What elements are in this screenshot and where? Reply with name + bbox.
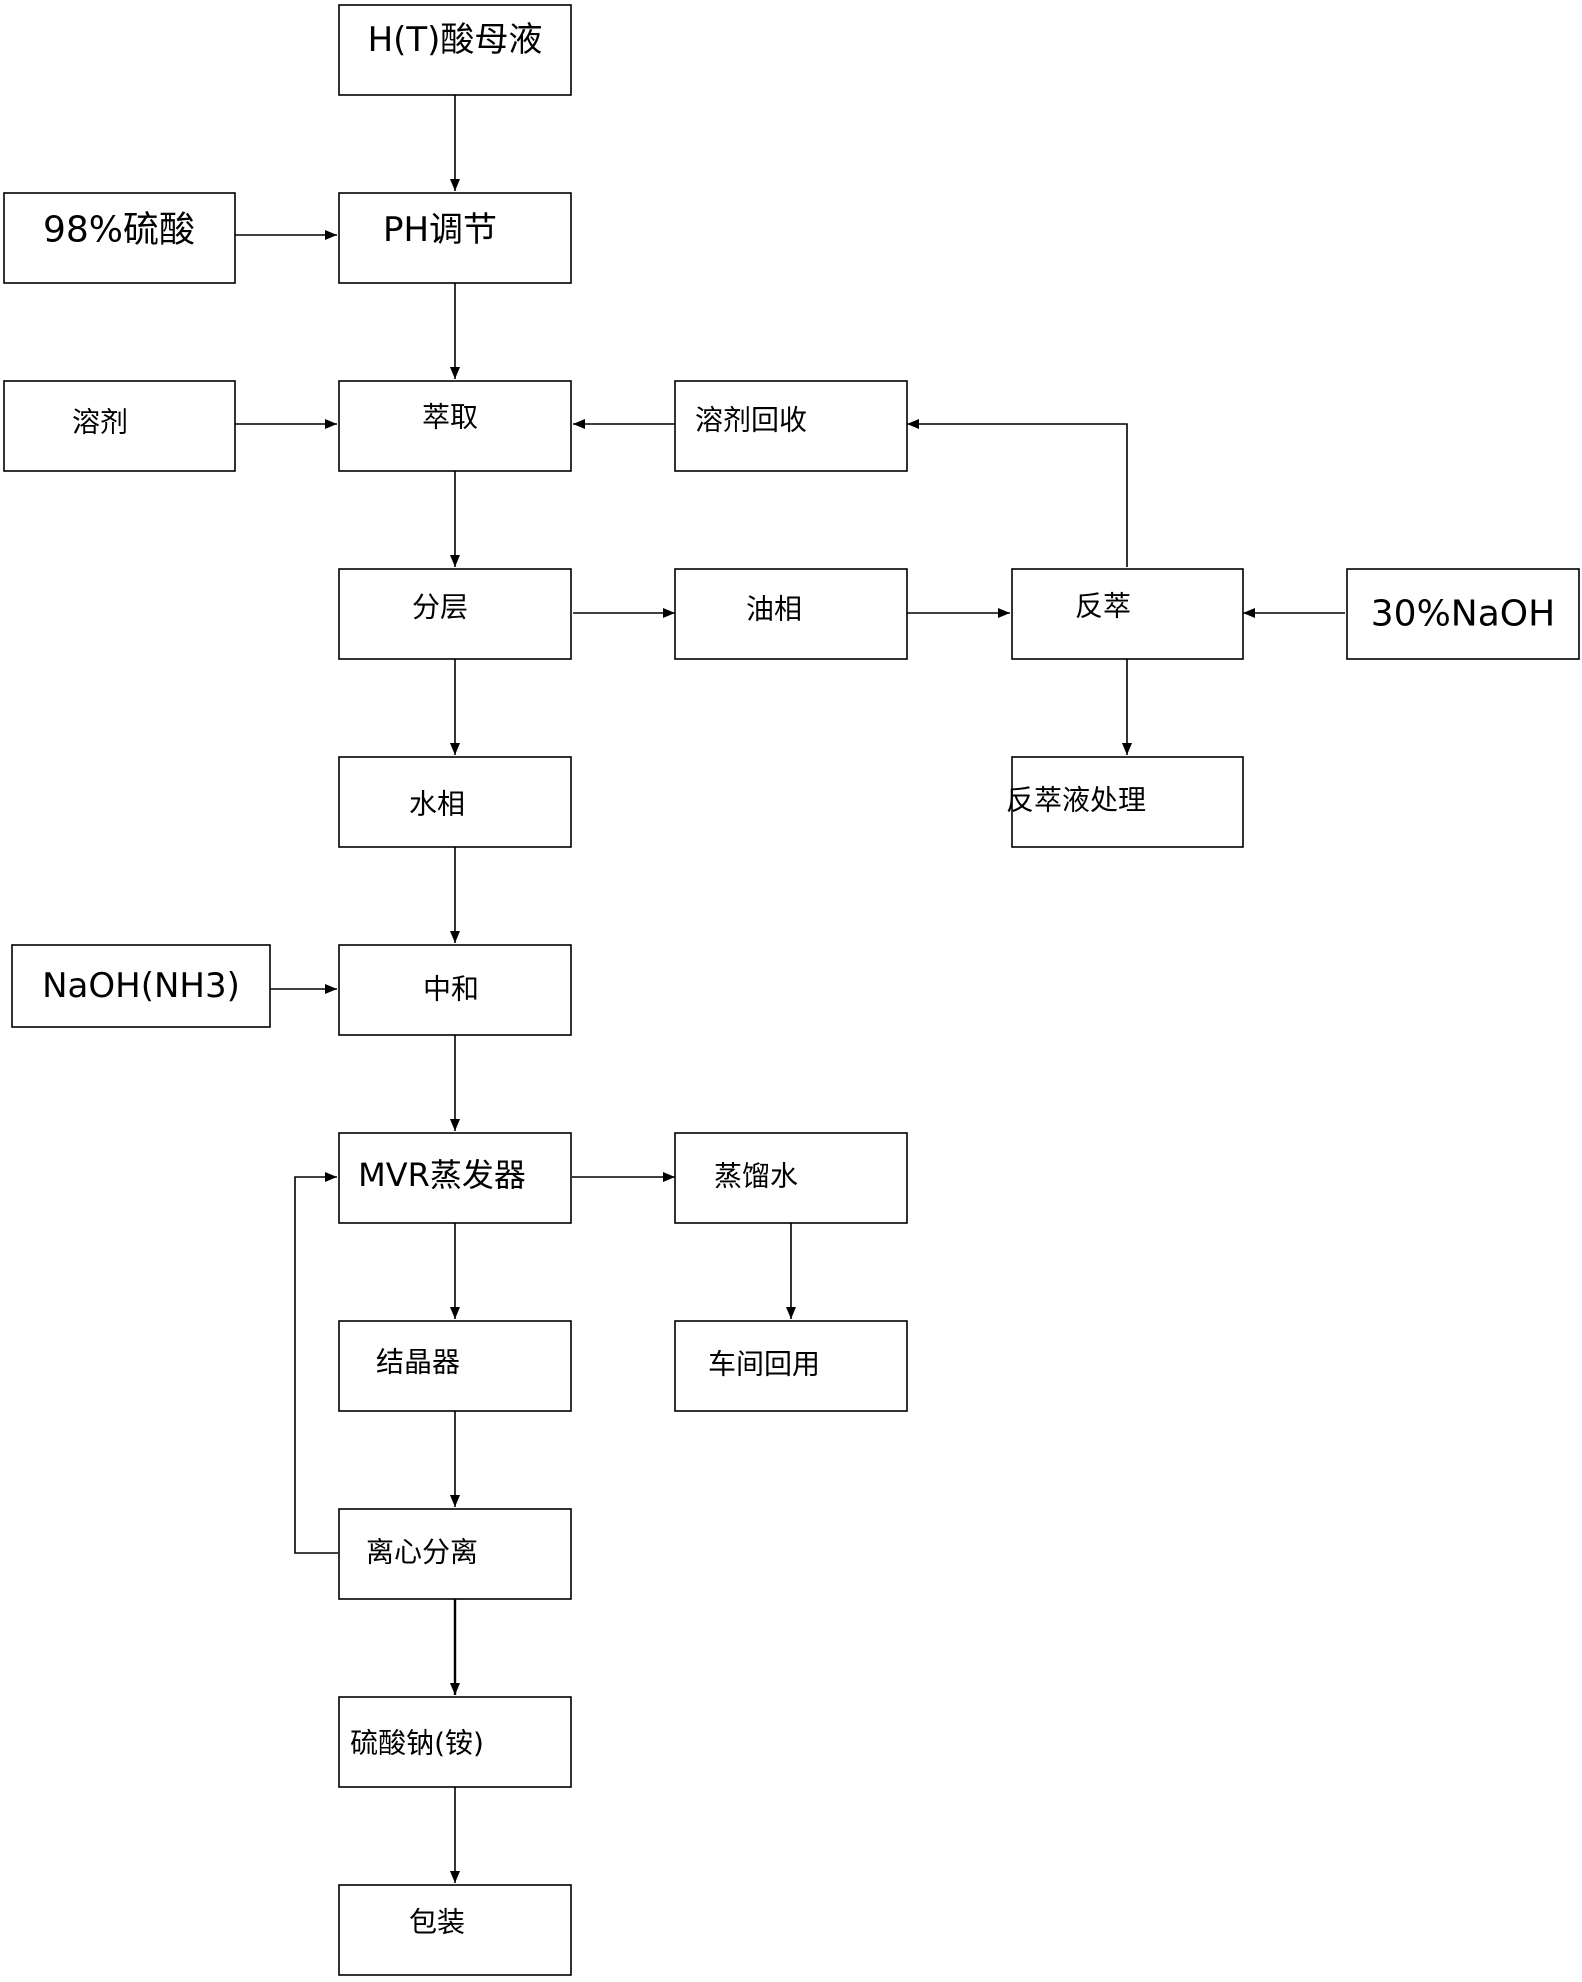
node-label: 油相 <box>746 593 802 626</box>
node-back-extraction: 反萃 <box>1011 568 1244 660</box>
node-label: 包装 <box>409 1906 465 1939</box>
connectors <box>235 95 1345 1883</box>
node-label: NaOH(NH3) <box>42 966 240 1006</box>
node-crystallizer: 结晶器 <box>338 1320 572 1412</box>
node-label: 反萃液处理 <box>1006 784 1146 817</box>
node-workshop-reuse: 车间回用 <box>674 1320 908 1412</box>
node-sulfuric-acid-98: 98%硫酸 <box>3 192 236 284</box>
node-label: 结晶器 <box>376 1346 460 1379</box>
node-naoh-nh3: NaOH(NH3) <box>11 944 271 1028</box>
node-solvent: 溶剂 <box>3 380 236 472</box>
node-label: 车间回用 <box>708 1348 820 1381</box>
node-label: 离心分离 <box>366 1536 478 1569</box>
node-naoh-30: 30%NaOH <box>1346 568 1580 660</box>
node-label: 硫酸钠(铵) <box>350 1727 484 1760</box>
node-extraction: 萃取 <box>338 380 572 472</box>
node-label: H(T)酸母液 <box>368 20 543 60</box>
arrow-back-extraction-to-recovery <box>907 419 1128 567</box>
node-label: 30%NaOH <box>1371 594 1555 635</box>
node-ht-mother-liquor: H(T)酸母液 <box>338 4 572 96</box>
node-water-phase: 水相 <box>338 756 572 848</box>
node-label: 蒸馏水 <box>714 1160 798 1193</box>
node-label: 溶剂回收 <box>695 404 807 437</box>
node-label: 水相 <box>409 788 465 821</box>
node-back-extract-treatment: 反萃液处理 <box>1006 756 1244 848</box>
node-mvr-evaporator: MVR蒸发器 <box>338 1132 572 1224</box>
node-sodium-sulfate: 硫酸钠(铵) <box>338 1696 572 1788</box>
node-label: 萃取 <box>422 401 478 434</box>
node-solvent-recovery: 溶剂回收 <box>674 380 908 472</box>
node-layering: 分层 <box>338 568 572 660</box>
node-packaging: 包装 <box>338 1884 572 1976</box>
node-label: 中和 <box>423 973 479 1006</box>
node-label: 98%硫酸 <box>43 210 195 251</box>
node-label: 反萃 <box>1075 590 1131 623</box>
node-label: 分层 <box>412 591 468 624</box>
node-centrifuge: 离心分离 <box>338 1508 572 1600</box>
node-label: MVR蒸发器 <box>358 1156 526 1194</box>
node-oil-phase: 油相 <box>674 568 908 660</box>
arrow-centrifuge-recycle-to-mvr <box>294 1172 338 1554</box>
node-distilled-water: 蒸馏水 <box>674 1132 908 1224</box>
node-neutralization: 中和 <box>338 944 572 1036</box>
node-label: PH调节 <box>383 210 497 250</box>
node-label: 溶剂 <box>72 406 128 439</box>
node-ph-adjust: PH调节 <box>338 192 572 284</box>
